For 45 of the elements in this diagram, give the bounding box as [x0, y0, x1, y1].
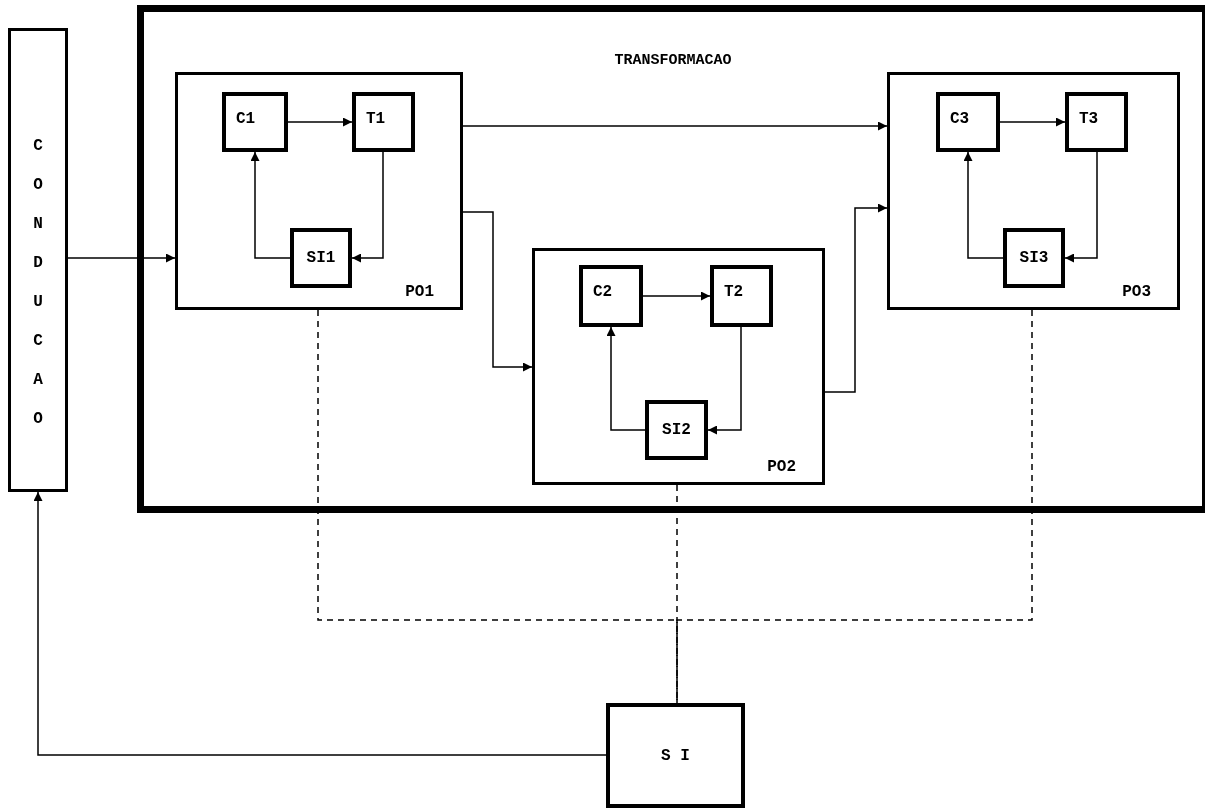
node-label: C2: [593, 283, 613, 301]
process-box: [8, 28, 68, 492]
process-box: [710, 265, 773, 327]
arrow: [351, 151, 384, 263]
node-label: C1: [236, 110, 256, 128]
arrow: [462, 211, 533, 372]
arrow: [707, 326, 742, 435]
arrow: [250, 151, 291, 259]
node-label: T2: [724, 283, 744, 301]
node-label: SI2: [662, 421, 691, 439]
process-box: [645, 400, 708, 460]
node-label: PO2: [767, 458, 796, 476]
process-box: [532, 248, 825, 485]
node-label: S I: [661, 746, 690, 765]
process-box: [606, 703, 745, 808]
process-box: [936, 92, 1000, 152]
arrow: [824, 203, 888, 393]
arrow: [963, 151, 1004, 259]
arrow: [287, 117, 353, 127]
arrow: [67, 253, 176, 263]
arrow: [606, 326, 646, 431]
node-label: T1: [366, 110, 386, 128]
node-label: CONDUCAO: [32, 136, 44, 430]
process-box: [222, 92, 288, 152]
node-label: PO1: [405, 283, 434, 301]
process-box: [1003, 228, 1065, 288]
node-label: SI3: [1019, 249, 1049, 267]
arrow: [462, 121, 888, 131]
arrow: [999, 117, 1066, 127]
process-box: [290, 228, 352, 288]
node-label: PO3: [1122, 283, 1151, 301]
dashed-connector: [317, 309, 678, 704]
node-label: TRANSFORMACAO: [614, 52, 732, 69]
node-label: C3: [950, 110, 970, 128]
arrow: [33, 491, 607, 756]
process-box: [175, 72, 463, 310]
process-box: [1065, 92, 1128, 152]
node-label: SI1: [306, 249, 336, 267]
arrow: [642, 291, 711, 301]
node-label: T3: [1079, 110, 1099, 128]
group-frame: [137, 5, 1205, 513]
arrow: [1064, 151, 1098, 263]
process-box: [579, 265, 643, 327]
process-box: [887, 72, 1180, 310]
process-box: [352, 92, 415, 152]
